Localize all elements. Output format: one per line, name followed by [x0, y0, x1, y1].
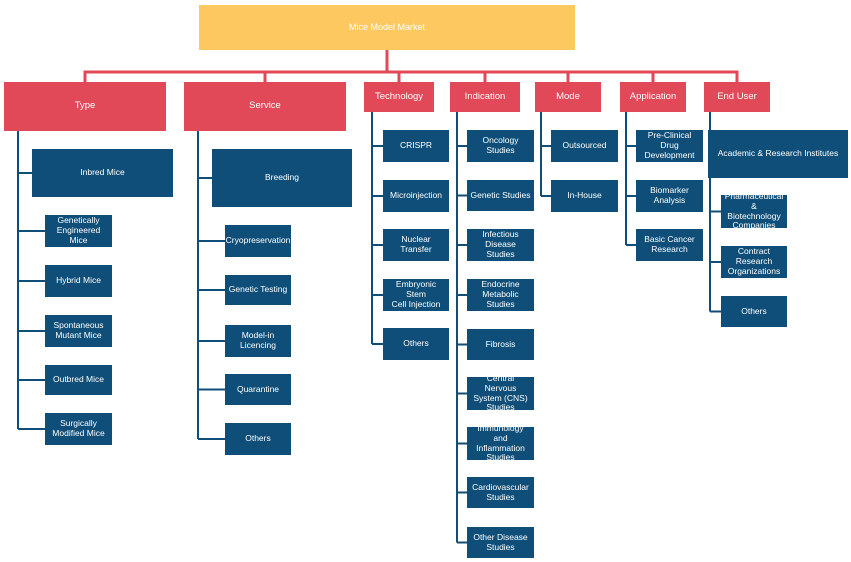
node-end-user-pharmaceutical-biotechnology-companies: Pharmaceutical & Biotechnology Companies	[721, 191, 787, 230]
node-mode-in-house: In-House	[551, 180, 618, 212]
node-indication-immunology-and-inflammation-studies: Immunology and Inflammation Studies	[467, 423, 534, 462]
node-technology-crispr: CRISPR	[383, 130, 449, 162]
node-type-genetically-engineered-mice: Genetically Engineered Mice	[45, 215, 112, 247]
node-indication-central-nervous-system-cns-studies: Central Nervous System (CNS) Studies	[467, 373, 534, 412]
node-indication-fibrosis: Fibrosis	[467, 329, 534, 360]
node-indication-infectious-disease-studies: Infectious Disease Studies	[467, 229, 534, 261]
node-application-basic-cancer-research: Basic Cancer Research	[636, 229, 703, 261]
node-technology-embryonic-stem-cell-injection: Embryonic Stem Cell Injection	[383, 279, 449, 311]
node-technology-nuclear-transfer: Nuclear Transfer	[383, 229, 449, 261]
node-mode-outsourced: Outsourced	[551, 130, 618, 162]
node-service-cryopreservation: Cryopreservation	[225, 225, 291, 257]
node-indication-oncology-studies: Oncology Studies	[467, 130, 534, 162]
node-service-quarantine: Quarantine	[225, 374, 291, 405]
category-service: Service	[184, 82, 346, 131]
category-type: Type	[4, 82, 166, 131]
node-type-surgically-modified-mice: Surgically Modified Mice	[45, 413, 112, 445]
node-service-genetic-testing: Genetic Testing	[225, 275, 291, 305]
node-type-spontaneous-mutant-mice: Spontaneous Mutant Mice	[45, 315, 112, 347]
node-technology-others: Others	[383, 328, 449, 360]
category-application: Application	[620, 82, 686, 112]
node-technology-microinjection: Microinjection	[383, 180, 449, 212]
category-mode: Mode	[535, 82, 601, 112]
node-indication-genetic-studies: Genetic Studies	[467, 180, 534, 211]
category-end-user: End User	[704, 82, 770, 112]
node-service-others: Others	[225, 423, 291, 455]
root-node: Mice Model Market	[199, 5, 575, 50]
node-service-model-in-licencing: Model-in Licencing	[225, 325, 291, 357]
category-indication: Indication	[450, 82, 520, 112]
node-end-user-others: Others	[721, 296, 787, 327]
node-type-outbred-mice: Outbred Mice	[45, 365, 112, 395]
node-end-user-contract-research-organizations: Contract Research Organizations	[721, 246, 787, 278]
node-end-user-academic-research-institutes: Academic & Research Institutes	[708, 130, 848, 178]
node-application-biomarker-analysis: Biomarker Analysis	[636, 180, 703, 212]
node-indication-cardiovascular-studies: Cardiovascular Studies	[467, 477, 534, 508]
node-indication-endocrine-metabolic-studies: Endocrine Metabolic Studies	[467, 279, 534, 311]
category-technology: Technology	[364, 82, 434, 112]
node-type-inbred-mice: Inbred Mice	[32, 149, 173, 197]
node-indication-other-disease-studies: Other Disease Studies	[467, 527, 534, 558]
node-service-breeding: Breeding	[212, 149, 352, 207]
node-application-pre-clinical-drug-development: Pre-Clinical Drug Development	[636, 130, 703, 162]
node-type-hybrid-mice: Hybrid Mice	[45, 265, 112, 297]
